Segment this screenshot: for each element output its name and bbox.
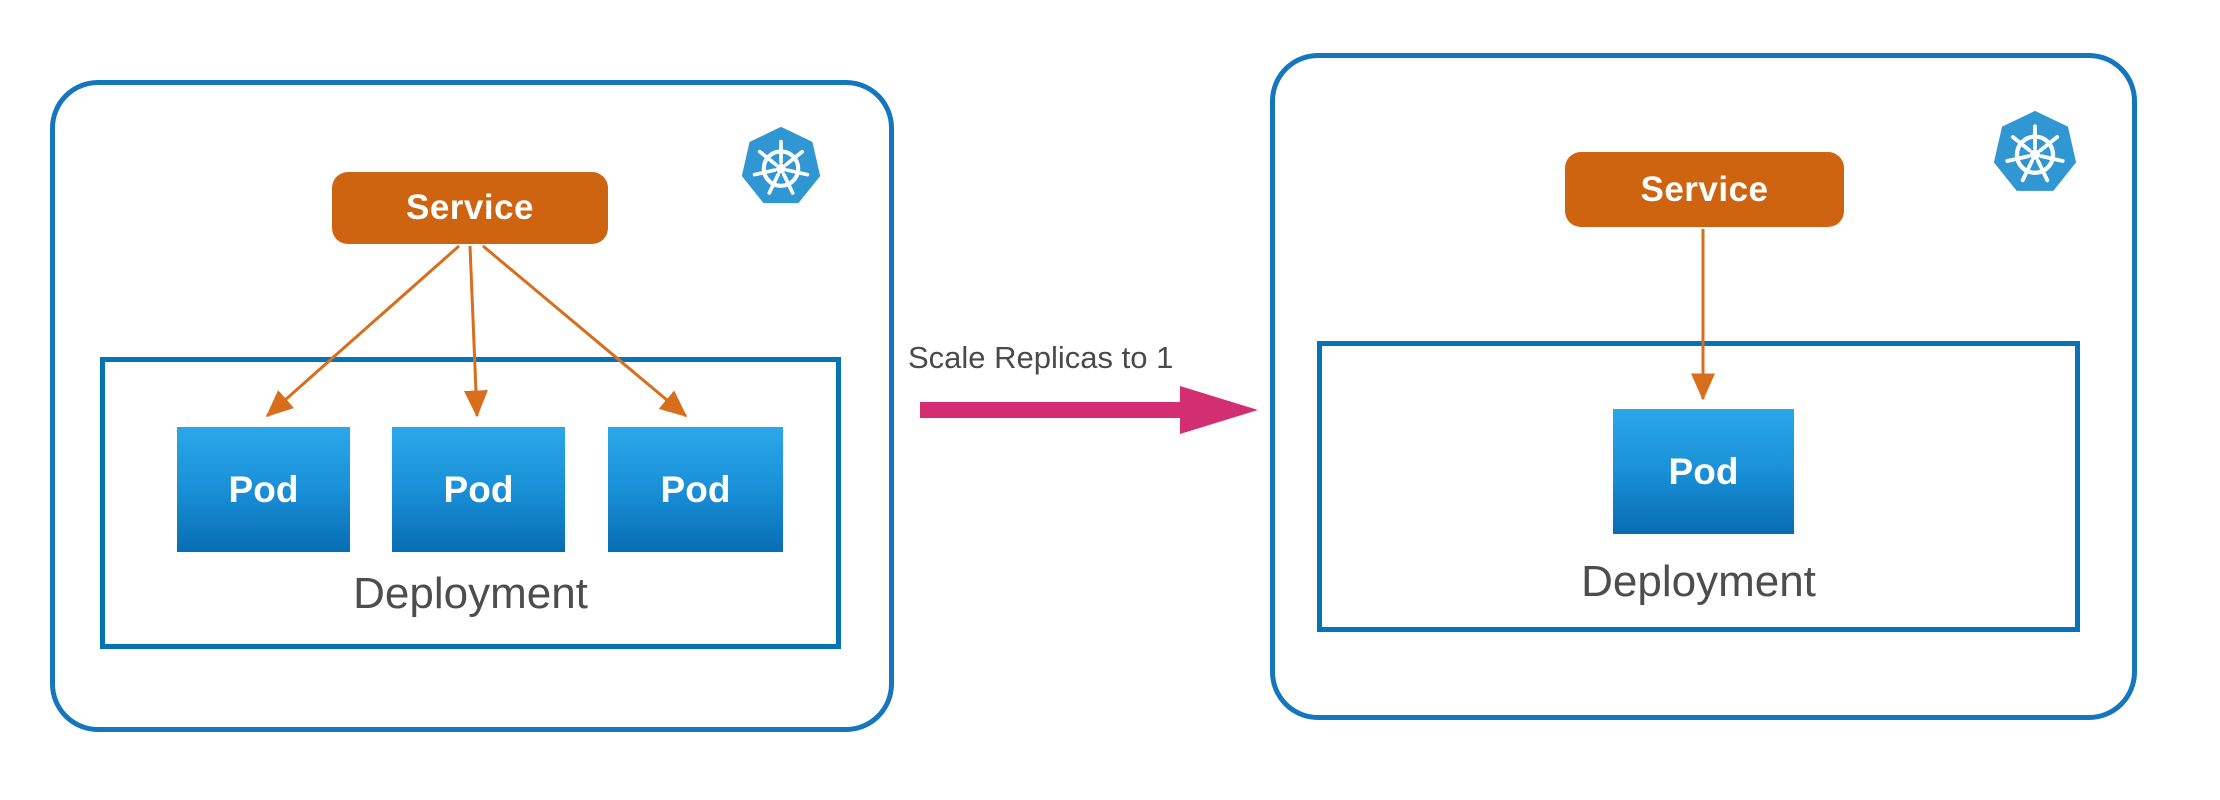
pod-label: Pod xyxy=(660,468,731,510)
service-label: Service xyxy=(405,188,535,227)
pod-label: Pod xyxy=(443,468,514,510)
pod-node: Pod xyxy=(392,427,565,552)
deployment-label: Deployment xyxy=(1581,557,1816,606)
deployment-group-after xyxy=(1317,341,2080,632)
pod-label: Pod xyxy=(1668,450,1739,492)
service-label: Service xyxy=(1640,169,1769,209)
scale-replicas-arrow xyxy=(920,386,1258,434)
kubernetes-logo-icon xyxy=(740,126,822,208)
pod-node: Pod xyxy=(177,427,350,552)
transition-label: Scale Replicas to 1 xyxy=(908,340,1174,375)
service-node-after: Service xyxy=(1565,152,1844,227)
pod-label: Pod xyxy=(228,468,299,510)
pod-node: Pod xyxy=(1613,409,1794,534)
kubernetes-logo-icon xyxy=(1992,110,2078,196)
pod-node: Pod xyxy=(608,427,783,552)
deployment-label: Deployment xyxy=(353,569,588,618)
service-node-before: Service xyxy=(332,172,608,244)
